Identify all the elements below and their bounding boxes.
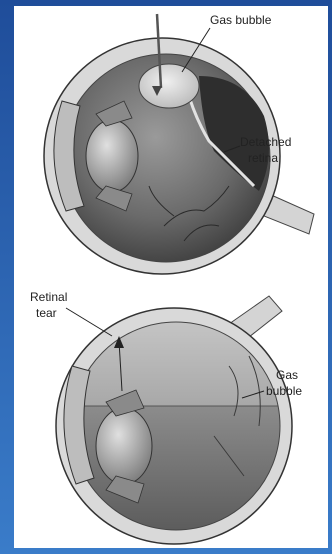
bottom-tear-leader	[66, 308, 112, 336]
illustration-panel: Gas bubble Detached retina	[14, 6, 328, 548]
bottom-gas-label-line2: bubble	[266, 384, 302, 398]
retina-surgery-diagram: Gas bubble Detached retina	[14, 6, 328, 548]
top-lens	[86, 120, 138, 192]
top-eye-illustration: Gas bubble Detached retina	[44, 13, 314, 274]
bottom-retinal-tear-label-line2: tear	[36, 306, 57, 320]
top-detached-label-line2: retina	[248, 151, 278, 165]
bottom-retinal-tear-label-line1: Retinal	[30, 290, 67, 304]
top-gas-bubble-label: Gas bubble	[210, 13, 272, 27]
bottom-lens	[96, 408, 152, 484]
bottom-eye-illustration: Retinal tear Gas bubble	[30, 290, 302, 544]
bottom-gas-label-line1: Gas	[276, 368, 298, 382]
top-detached-label-line1: Detached	[240, 135, 291, 149]
top-gas-bubble	[139, 64, 199, 108]
